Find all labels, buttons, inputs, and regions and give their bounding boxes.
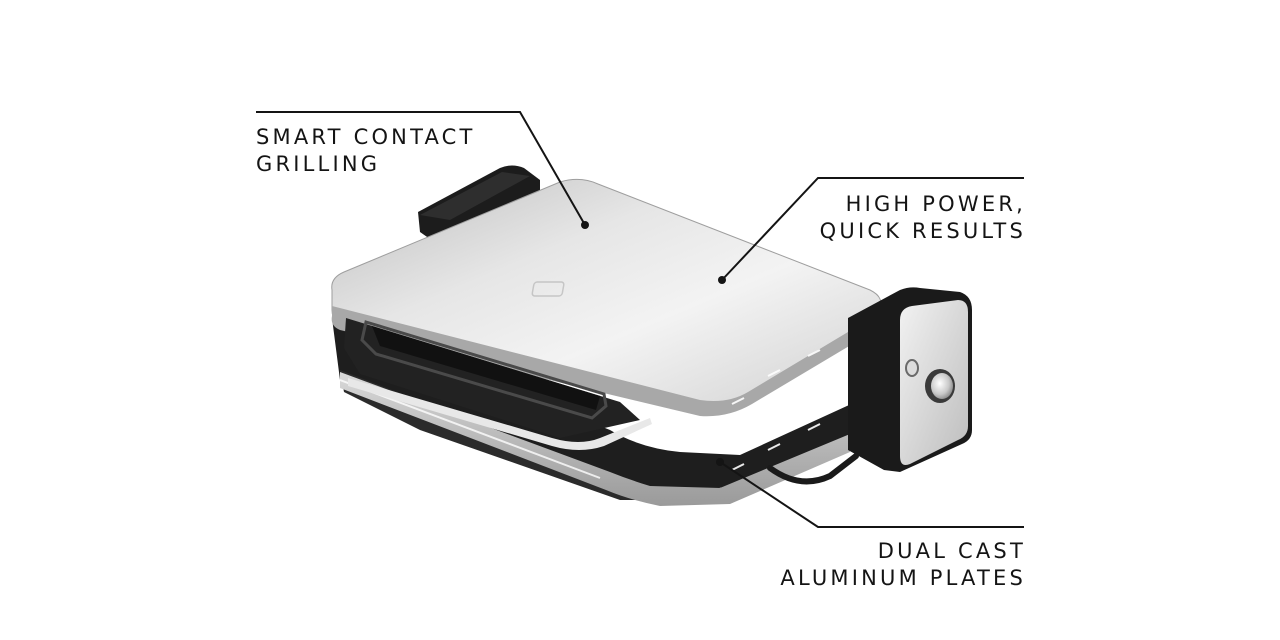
callout-text: DUAL CAST	[877, 539, 1026, 563]
callout-text: HIGH POWER,	[845, 192, 1026, 216]
callout-text: GRILLING	[256, 152, 381, 176]
lid-vents	[731, 349, 821, 471]
leader-dots	[581, 221, 726, 466]
callout-dual-cast-aluminum-plates: DUAL CAST ALUMINUM PLATES	[780, 538, 1026, 592]
front-handle	[344, 318, 652, 450]
rear-hinge	[418, 165, 540, 246]
brand-logo-icon	[531, 281, 565, 297]
indicator-light-icon	[905, 359, 919, 377]
callout-smart-contact-grilling: SMART CONTACT GRILLING	[256, 124, 476, 178]
callout-high-power-quick-results: HIGH POWER, QUICK RESULTS	[820, 191, 1026, 245]
leader-line-smart-contact	[256, 111, 586, 226]
leader-line-dual-cast	[719, 461, 1024, 528]
callout-text: SMART CONTACT	[256, 125, 476, 149]
callout-text: QUICK RESULTS	[819, 219, 1026, 243]
leader-line-high-power	[721, 177, 1024, 281]
power-cord	[767, 453, 859, 485]
control-box	[848, 287, 972, 472]
callout-text: ALUMINUM PLATES	[780, 566, 1026, 590]
leader-lines	[256, 111, 1024, 528]
